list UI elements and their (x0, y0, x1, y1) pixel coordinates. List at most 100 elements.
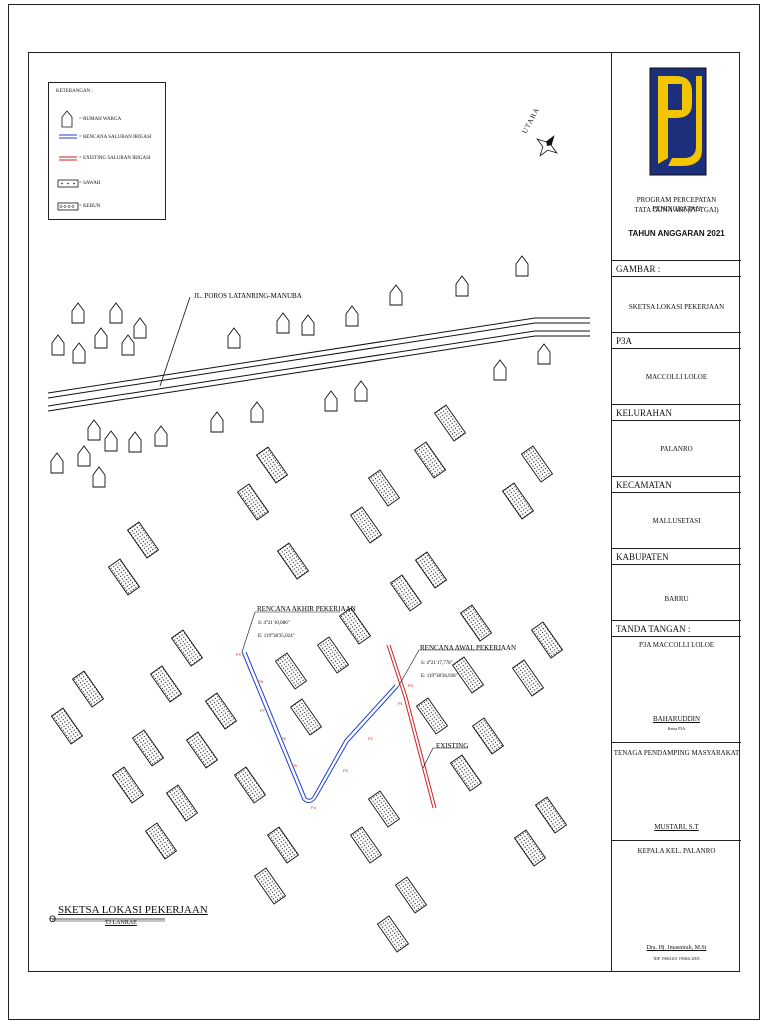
field-plot (413, 441, 447, 479)
sig2-name: MUSTARI, S.T (654, 823, 699, 831)
point-label: P5 (292, 763, 298, 768)
field-plot (276, 542, 310, 580)
field-plot (289, 698, 323, 736)
annotation-start-title: RENCANA AWAL PEKERJAAN (420, 644, 516, 652)
field-plot (459, 604, 493, 642)
house-icon (455, 275, 469, 297)
field-plot (367, 790, 401, 828)
point-label: P8 (258, 679, 264, 684)
gambar-cell: SKETSA LOKASI PEKERJAAN (612, 276, 741, 332)
house-icon (154, 425, 168, 447)
field-plot (376, 915, 410, 953)
sig3-nip: NIP. 19661201 199402 2003 (653, 956, 700, 961)
road (47, 317, 590, 412)
signature-block-2: TENAGA PENDAMPING MASYARAKAT MUSTARI, S.… (612, 742, 741, 840)
legend-plan-line-icon (59, 134, 77, 139)
house-icon (128, 431, 142, 453)
road-leader-line (159, 296, 191, 387)
field-plot (107, 558, 141, 596)
field-plot (266, 826, 300, 864)
kabupaten-value: BARRU (664, 595, 689, 603)
annotation-end-lon: E: 119°38'35,024" (258, 634, 295, 639)
kecamatan-label: KECAMATAN (612, 476, 741, 492)
field-plot (414, 551, 448, 589)
field-plot (511, 659, 545, 697)
house-icon (72, 342, 86, 364)
annotation-end-lat: S: 4°21'10,086" (258, 621, 290, 626)
annotation-start-lat: S: 4°21'17,778" (421, 661, 453, 666)
annotation-existing: EXISTING (422, 742, 468, 769)
signature-block-1: P3A MACCOLLI LOLOE BAHARUDDIN Ketua P3A (612, 636, 741, 742)
point-label: P2 (368, 736, 374, 741)
legend-kebun-icon (57, 202, 79, 211)
field-plot (394, 876, 428, 914)
house-icon (537, 343, 551, 365)
north-arrow-icon (536, 135, 558, 157)
house-icon (515, 255, 529, 277)
house-icon (51, 334, 65, 356)
existing-channel (386, 644, 437, 809)
field-plot (255, 446, 289, 484)
sig1-org: P3A MACCOLLI LOLOE (638, 641, 715, 649)
field-plot (71, 670, 105, 708)
program-line1: PROGRAM PERCEPATAN PENINGKATAN (636, 196, 717, 213)
field-plot (349, 826, 383, 864)
houses-layer (50, 255, 551, 488)
house-icon (389, 284, 403, 306)
annotation-end-title: RENCANA AKHIR PEKERJAAN (257, 605, 356, 613)
field-plot (349, 506, 383, 544)
north-label: UTARA (521, 106, 541, 135)
map-title: SKETSA LOKASI PEKERJAAN (58, 904, 208, 916)
house-icon (50, 452, 64, 474)
map-title-marker: Ɵ (49, 914, 56, 924)
legend-item-existing: = EXISTING SALURAN IRIGASI (79, 156, 151, 161)
program-line2: TATA GUNA AIR (P3-TGAI) (634, 206, 719, 214)
fields-layer (50, 404, 568, 953)
field-plot (449, 754, 483, 792)
legend-item-rencana: = RENCANA SALURAN IRIGASI (79, 135, 152, 140)
budget-year: TAHUN ANGGARAN 2021 (628, 229, 725, 238)
field-plot (367, 469, 401, 507)
kelurahan-label: KELURAHAN (612, 404, 741, 420)
field-plot (501, 482, 535, 520)
house-icon (133, 317, 147, 339)
point-label: P3 (343, 768, 349, 773)
field-plot (389, 574, 423, 612)
drawing-sheet (8, 4, 760, 1020)
field-plot (520, 445, 554, 483)
point-label: P0 (408, 683, 414, 688)
field-plot (316, 636, 350, 674)
house-icon (345, 305, 359, 327)
field-plot (165, 784, 199, 822)
legend-item-sawah: = SAWAH (79, 181, 101, 186)
sig1-role: Ketua P3A (667, 726, 686, 731)
field-plot (530, 621, 564, 659)
drawing-frame (28, 52, 740, 972)
kabupaten-label: KABUPATEN (612, 548, 741, 564)
sig3-org: KEPALA KEL. PALANRO (637, 847, 716, 855)
legend-sawah-icon (57, 179, 79, 188)
field-plot (471, 717, 505, 755)
field-plot (170, 629, 204, 667)
house-icon (301, 314, 315, 336)
house-icon (87, 419, 101, 441)
field-plot (111, 766, 145, 804)
field-plot (513, 829, 547, 867)
field-plot (149, 665, 183, 703)
kelurahan-value: PALANRO (660, 445, 693, 453)
legend-existing-line-icon (59, 156, 77, 161)
legend-symbols (57, 110, 79, 211)
point-label: P6 (281, 736, 287, 741)
legend-house-icon (61, 110, 73, 128)
house-icon (71, 302, 85, 324)
field-plot (451, 656, 485, 694)
title-panel: PROGRAM PERCEPATAN PENINGKATAN TATA GUNA… (611, 52, 741, 972)
field-plot (233, 766, 267, 804)
sig3-name: Dra. Hj. Imasnirah, M.Si (646, 945, 707, 951)
field-plot (236, 483, 270, 521)
house-icon (104, 430, 118, 452)
tanda-tangan-label: TANDA TANGAN : (612, 620, 741, 636)
legend: KETERANGAN : = RUMAH WARGA = RENCANA SAL… (48, 82, 166, 220)
